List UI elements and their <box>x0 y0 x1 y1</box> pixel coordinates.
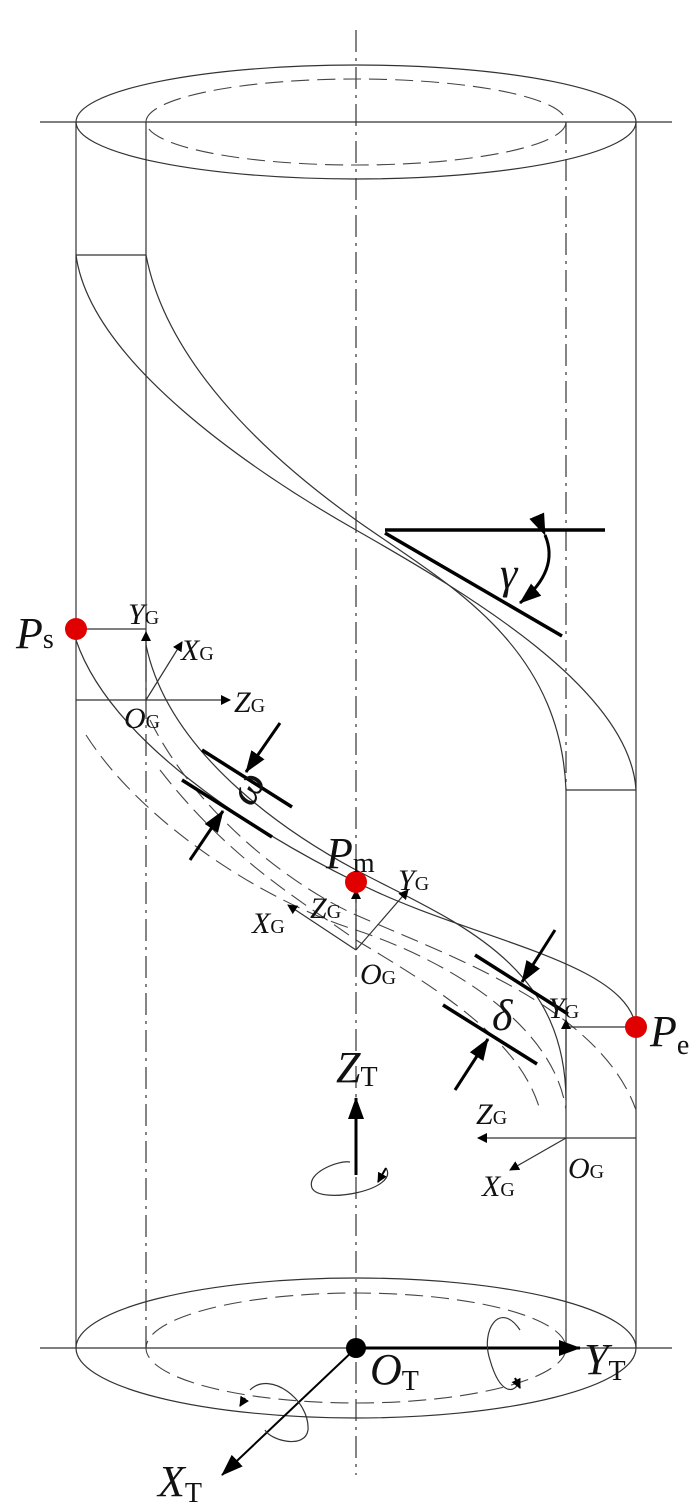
frame-end: YG ZG XG OG <box>476 992 636 1203</box>
zt-label: ZT <box>336 1043 378 1093</box>
delta-arrow-bottom <box>453 1038 490 1091</box>
yg-label-end: YG <box>548 992 579 1025</box>
pe-label: Pe <box>649 1007 689 1061</box>
ps-label: Ps <box>15 609 54 658</box>
upper-helix-outer <box>75 254 637 791</box>
point-pm <box>345 871 367 893</box>
zg-label-start: ZG <box>234 686 265 719</box>
zg-label-end: ZG <box>476 1098 507 1131</box>
tool-frame: ZT YT OT XT <box>156 1043 626 1509</box>
ot-label: OT <box>370 1345 419 1397</box>
gamma-arc-arrow <box>519 512 551 605</box>
delta-arrow-top <box>520 929 557 983</box>
xg-label-middle: XG <box>251 907 285 940</box>
gamma-tangent-line <box>384 531 563 638</box>
frame-start: YG XG ZG OG <box>76 598 265 735</box>
zg-label-middle: ZG <box>310 892 341 925</box>
delta-dim-line-1 <box>474 953 569 1016</box>
origin-ot <box>346 1338 366 1358</box>
upper-helix-inner <box>145 254 567 791</box>
og-label-start: OG <box>124 702 160 735</box>
yg-label-middle: YG <box>398 864 429 897</box>
yg-label-start: YG <box>128 598 159 631</box>
xg-label-end: XG <box>481 1170 515 1203</box>
frame-middle: YG ZG XG OG <box>251 864 429 991</box>
point-pe <box>625 1016 647 1038</box>
xg-label-start: XG <box>180 634 214 667</box>
og-label-end: OG <box>568 1152 604 1185</box>
omega-arrow-top <box>244 722 282 773</box>
omega-dim-line-1 <box>201 748 293 809</box>
xt-label: XT <box>156 1457 202 1509</box>
omega-dim-line-2 <box>181 778 273 839</box>
og-label-middle: OG <box>360 958 396 991</box>
gamma-label: γ <box>500 549 519 598</box>
yt-label: YT <box>584 1335 626 1387</box>
delta-dim-line-2 <box>442 1003 538 1066</box>
omega-arrow-bottom <box>188 810 225 861</box>
pm-label: Pm <box>325 829 375 879</box>
point-ps <box>65 618 87 640</box>
delta-label: δ <box>492 991 514 1040</box>
